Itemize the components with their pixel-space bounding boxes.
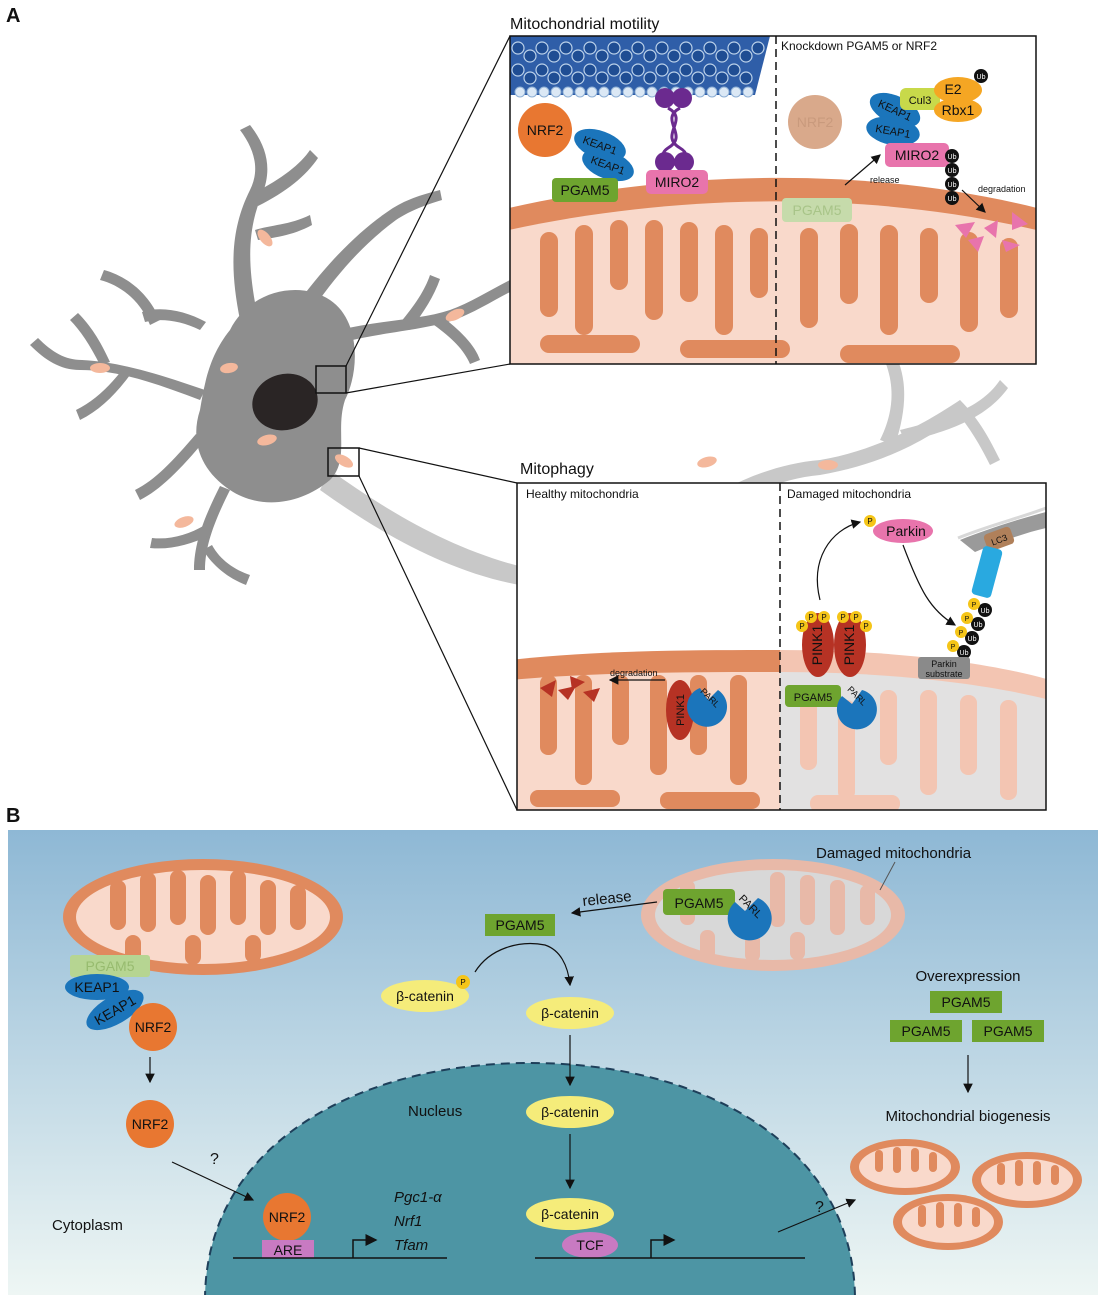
motility-title: Mitochondrial motility [510,16,659,33]
svg-text:P: P [965,616,970,623]
svg-text:Ub: Ub [948,182,957,189]
pink1-label-damaged-b: PINK1 [841,625,857,666]
b-bcat-3: β-catenin [541,1206,599,1222]
neuron-mitochondria [90,229,838,528]
b-pgam5-mito: PGAM5 [674,895,723,911]
pgam5-label-faded: PGAM5 [792,202,841,218]
svg-text:P: P [959,630,964,637]
panel-b: PGAM5 KEAP1 KEAP1 NRF2 NRF2 ? NRF2 ARE P… [8,830,1098,1295]
parkin-label: Parkin [886,523,926,539]
b-release: release [582,888,633,910]
b-pgam5-faded: PGAM5 [85,958,134,974]
panel-a-letter: A [6,5,20,27]
microtubule [510,36,770,98]
b-nucleus-label: Nucleus [408,1103,462,1120]
damaged-header: Damaged mitochondria [787,487,911,501]
b-question-1: ? [210,1151,219,1168]
ub-e2: Ub [977,74,986,81]
pink1-label-damaged-a: PINK1 [809,625,825,666]
panel-b-letter: B [6,805,20,827]
svg-text:P: P [821,613,826,622]
miro2-label-left: MIRO2 [655,174,700,190]
b-damaged-mito-label: Damaged mitochondria [816,845,972,862]
b-nrf2-bound: NRF2 [135,1019,172,1035]
svg-text:P: P [799,622,804,631]
svg-text:Ub: Ub [960,650,969,657]
svg-text:Ub: Ub [968,636,977,643]
svg-text:P: P [853,613,858,622]
zoom-box-motility [315,365,347,394]
b-tcf: TCF [576,1237,603,1253]
degradation-label-top: degradation [978,184,1026,194]
b-bcat-p: β-catenin [396,988,454,1004]
b-bcat-phospho: P [460,978,465,987]
cul3-label: Cul3 [909,95,932,107]
knockdown-header: Knockdown PGAM5 or NRF2 [781,39,937,53]
b-nrf2-free: NRF2 [132,1116,169,1132]
motility-box: MIRO2 NRF2 KEAP1 KEAP1 PGAM5 NRF2 PGAM5 … [510,36,1036,364]
b-keap1-a: KEAP1 [74,979,119,995]
b-pgam5-released: PGAM5 [495,917,544,933]
phospho-sites-pink1: P P P P P P [796,611,872,632]
b-nrf2-nucleus: NRF2 [269,1209,306,1225]
b-are: ARE [274,1242,303,1258]
rbx1-label: Rbx1 [942,102,975,118]
parkin-substrate-line1: Parkin [931,659,957,669]
zoom-box-mitophagy [327,447,360,477]
ub-chain-mitophagy: Ub Ub Ub Ub P P P P [947,598,992,659]
pgam5-label-damaged: PGAM5 [794,692,833,704]
release-label-top: release [870,175,900,185]
nrf2-label-faded: NRF2 [797,114,834,130]
b-bcat-2: β-catenin [541,1104,599,1120]
degraded-fragments [955,212,1028,252]
b-biogenesis: Mitochondrial biogenesis [885,1108,1050,1125]
b-cytoplasm-label: Cytoplasm [52,1217,123,1234]
b-question-2: ? [815,1199,824,1216]
motor-protein [655,88,694,172]
b-pgam5-oe2: PGAM5 [901,1023,950,1039]
svg-text:P: P [972,602,977,609]
gene-pgc1a: Pgc1-α [394,1189,442,1206]
gene-tfam: Tfam [394,1237,428,1254]
svg-text:P: P [840,613,845,622]
svg-text:Ub: Ub [981,608,990,615]
pgam5-label-left: PGAM5 [560,182,609,198]
healthy-header: Healthy mitochondria [526,487,639,501]
b-overexpression: Overexpression [915,968,1020,985]
mitophagy-box: degradation PINK1 PARL PINK1 PINK1 P P P… [517,483,1046,810]
ub-chain-top: Ub Ub Ub Ub [945,149,959,205]
svg-text:Ub: Ub [948,154,957,161]
svg-text:Ub: Ub [948,196,957,203]
b-bcat-1: β-catenin [541,1005,599,1021]
neuron-nucleus [252,373,318,431]
degradation-label-bottom: degradation [610,668,658,678]
neuron [30,125,1008,591]
svg-text:P: P [951,644,956,651]
gene-nrf1: Nrf1 [394,1213,422,1230]
pink1-label-healthy: PINK1 [675,694,687,726]
pink1-fragments [540,676,600,702]
mitophagy-title: Mitophagy [520,461,594,478]
parkin-p: P [867,517,872,526]
nrf2-label-left: NRF2 [527,122,564,138]
parkin-substrate-line2: substrate [925,669,962,679]
new-mitochondria [850,1139,1082,1250]
miro2-label-right: MIRO2 [895,147,940,163]
svg-text:Ub: Ub [974,622,983,629]
svg-text:P: P [808,613,813,622]
b-pgam5-oe1: PGAM5 [941,994,990,1010]
svg-text:Ub: Ub [948,168,957,175]
b-pgam5-oe3: PGAM5 [983,1023,1032,1039]
svg-text:P: P [863,622,868,631]
e2-label: E2 [944,81,961,97]
